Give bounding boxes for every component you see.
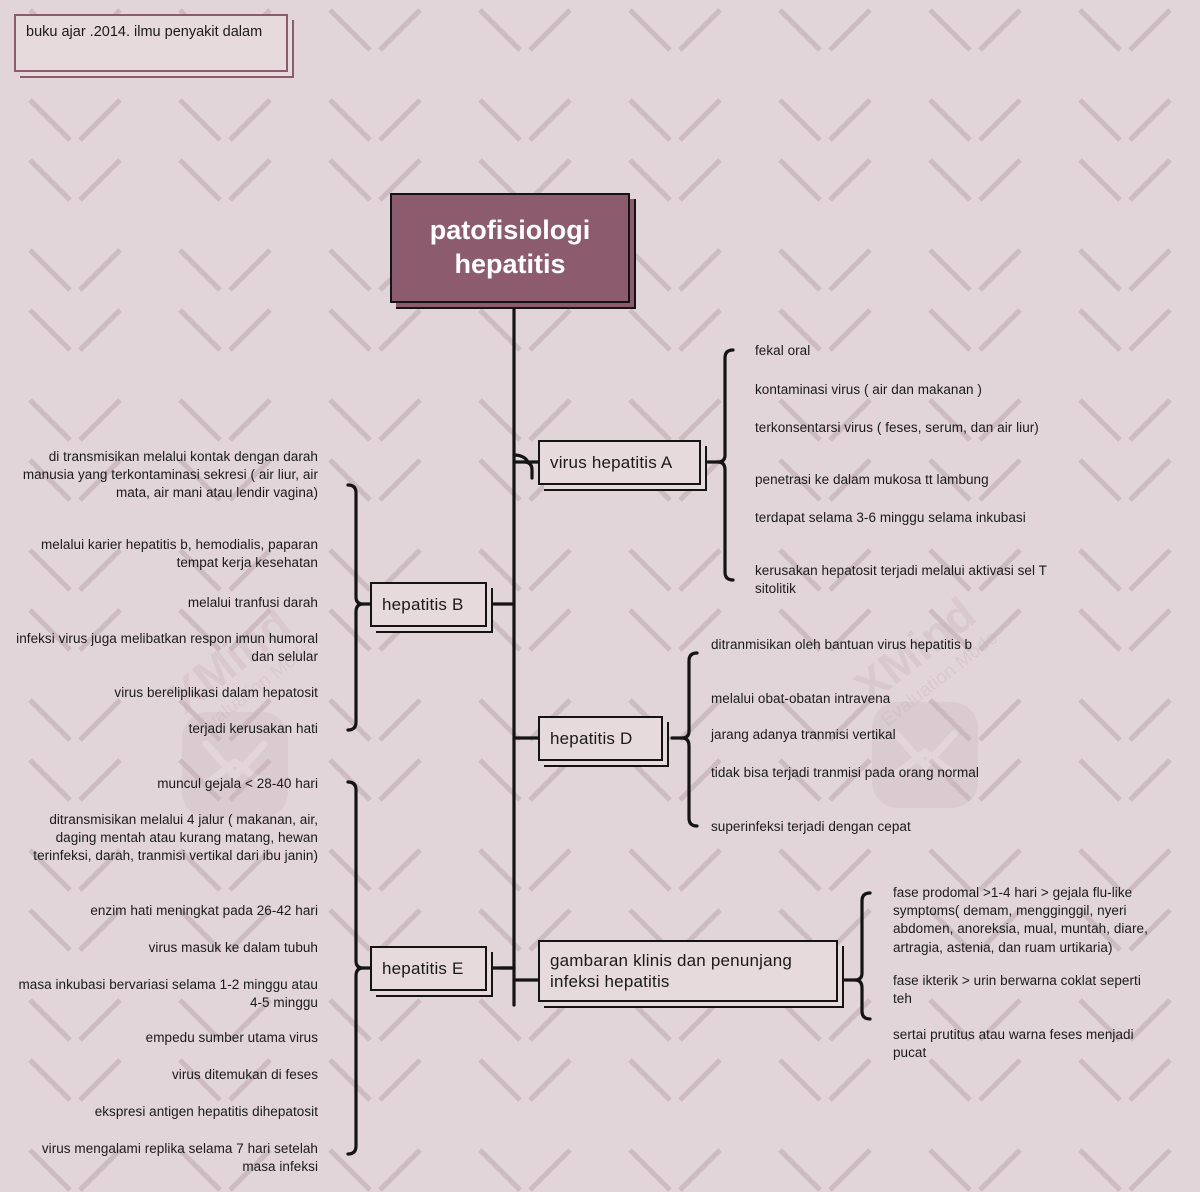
branch-node-virus-hepatitis-a[interactable]: virus hepatitis A: [538, 440, 701, 485]
leaf-hepatitis-b-2[interactable]: melalui tranfusi darah: [10, 594, 318, 612]
bracket-hepatitis-d: [680, 651, 699, 828]
branch-node-hepatitis-e[interactable]: hepatitis E: [370, 946, 487, 991]
leaf-text: terdapat selama 3-6 minggu selama inkuba…: [755, 510, 1026, 525]
leaf-text: di transmisikan melalui kontak dengan da…: [22, 449, 318, 501]
leaf-hepatitis-b-1[interactable]: melalui karier hepatitis b, hemodialis, …: [10, 536, 318, 572]
leaf-text: virus mengalami replika selama 7 hari se…: [41, 1141, 318, 1175]
leaf-hepatitis-e-0[interactable]: muncul gejala < 28-40 hari: [10, 775, 318, 793]
leaf-hepatitis-d-2[interactable]: jarang adanya tranmisi vertikal: [711, 726, 1011, 744]
leaf-text: fekal oral: [755, 343, 811, 358]
leaf-text: enzim hati meningkat pada 26-42 hari: [90, 903, 318, 918]
leaf-text: muncul gejala < 28-40 hari: [157, 776, 318, 791]
branch-label-hepatitis-e: hepatitis E: [382, 958, 464, 978]
leaf-hepatitis-e-4[interactable]: masa inkubasi bervariasi selama 1-2 ming…: [10, 976, 318, 1012]
leaf-text: virus ditemukan di feses: [171, 1067, 318, 1082]
bracket-hepatitis-e: [346, 780, 365, 1156]
leaf-gambaran-klinis-1[interactable]: fase ikterik > urin berwarna coklat sepe…: [893, 972, 1158, 1008]
bracket-gambaran-klinis: [853, 891, 872, 1021]
leaf-text: ditranmisikan oleh bantuan virus hepatit…: [711, 637, 973, 652]
bracket-virus-hepatitis-a: [716, 348, 735, 582]
leaf-virus-hepatitis-a-0[interactable]: fekal oral: [755, 342, 1085, 360]
leaf-hepatitis-e-2[interactable]: enzim hati meningkat pada 26-42 hari: [10, 902, 318, 920]
leaf-hepatitis-e-1[interactable]: ditransmisikan melalui 4 jalur ( makanan…: [10, 811, 318, 866]
leaf-text: virus bereliplikasi dalam hepatosit: [114, 685, 318, 700]
branch-node-gambaran-klinis[interactable]: gambaran klinis dan penunjang infeksi he…: [538, 940, 838, 1002]
leaf-hepatitis-e-3[interactable]: virus masuk ke dalam tubuh: [10, 939, 318, 957]
leaf-text: sertai prutitus atau warna feses menjadi…: [893, 1027, 1134, 1061]
leaf-hepatitis-e-8[interactable]: virus mengalami replika selama 7 hari se…: [10, 1140, 318, 1176]
leaf-text: infeksi virus juga melibatkan respon imu…: [16, 631, 318, 665]
leaf-text: ditransmisikan melalui 4 jalur ( makanan…: [33, 812, 318, 864]
source-note-text: buku ajar .2014. ilmu penyakit dalam: [26, 24, 263, 40]
root-node-label: patofisiologi hepatitis: [429, 215, 591, 279]
leaf-hepatitis-b-3[interactable]: infeksi virus juga melibatkan respon imu…: [10, 630, 318, 666]
leaf-text: melalui karier hepatitis b, hemodialis, …: [41, 537, 318, 571]
leaf-gambaran-klinis-0[interactable]: fase prodomal >1-4 hari > gejala flu-lik…: [893, 884, 1158, 957]
leaf-hepatitis-d-0[interactable]: ditranmisikan oleh bantuan virus hepatit…: [711, 636, 1001, 654]
leaf-virus-hepatitis-a-3[interactable]: penetrasi ke dalam mukosa tt lambung: [755, 471, 1085, 489]
leaf-text: empedu sumber utama virus: [145, 1030, 318, 1045]
leaf-hepatitis-b-0[interactable]: di transmisikan melalui kontak dengan da…: [10, 448, 318, 503]
branch-label-gambaran-klinis: gambaran klinis dan penunjang infeksi he…: [550, 950, 793, 991]
source-note[interactable]: buku ajar .2014. ilmu penyakit dalam: [14, 14, 288, 72]
leaf-text: masa inkubasi bervariasi selama 1-2 ming…: [18, 977, 318, 1011]
leaf-text: penetrasi ke dalam mukosa tt lambung: [755, 472, 989, 487]
leaf-virus-hepatitis-a-4[interactable]: terdapat selama 3-6 minggu selama inkuba…: [755, 509, 1055, 527]
leaf-gambaran-klinis-2[interactable]: sertai prutitus atau warna feses menjadi…: [893, 1026, 1158, 1062]
leaf-text: ekspresi antigen hepatitis dihepatosit: [94, 1104, 318, 1119]
leaf-hepatitis-d-1[interactable]: melalui obat-obatan intravena: [711, 690, 1011, 708]
leaf-text: fase ikterik > urin berwarna coklat sepe…: [893, 973, 1141, 1007]
root-node[interactable]: patofisiologi hepatitis: [390, 193, 630, 303]
leaf-hepatitis-b-4[interactable]: virus bereliplikasi dalam hepatosit: [10, 684, 318, 702]
leaf-virus-hepatitis-a-1[interactable]: kontaminasi virus ( air dan makanan ): [755, 381, 1085, 399]
leaf-text: jarang adanya tranmisi vertikal: [711, 727, 896, 742]
link-root-to-virus-hepatitis-a: [512, 460, 534, 480]
branch-node-hepatitis-d[interactable]: hepatitis D: [538, 716, 663, 761]
leaf-hepatitis-e-6[interactable]: virus ditemukan di feses: [10, 1066, 318, 1084]
leaf-virus-hepatitis-a-5[interactable]: kerusakan hepatosit terjadi melalui akti…: [755, 562, 1065, 598]
leaf-text: kerusakan hepatosit terjadi melalui akti…: [755, 563, 1047, 597]
leaf-text: virus masuk ke dalam tubuh: [148, 940, 318, 955]
leaf-text: superinfeksi terjadi dengan cepat: [711, 819, 911, 834]
leaf-hepatitis-d-4[interactable]: superinfeksi terjadi dengan cepat: [711, 818, 1011, 836]
leaf-text: melalui tranfusi darah: [187, 595, 318, 610]
leaf-text: tidak bisa terjadi tranmisi pada orang n…: [711, 765, 979, 780]
branch-node-hepatitis-b[interactable]: hepatitis B: [370, 582, 487, 627]
leaf-text: kontaminasi virus ( air dan makanan ): [755, 382, 982, 397]
leaf-hepatitis-e-7[interactable]: ekspresi antigen hepatitis dihepatosit: [10, 1103, 318, 1121]
leaf-virus-hepatitis-a-2[interactable]: terkonsentarsi virus ( feses, serum, dan…: [755, 419, 1055, 437]
branch-label-hepatitis-b: hepatitis B: [382, 594, 464, 614]
leaf-hepatitis-d-3[interactable]: tidak bisa terjadi tranmisi pada orang n…: [711, 764, 979, 782]
leaf-text: terjadi kerusakan hati: [188, 721, 318, 736]
leaf-hepatitis-b-5[interactable]: terjadi kerusakan hati: [10, 720, 318, 738]
leaf-text: terkonsentarsi virus ( feses, serum, dan…: [755, 420, 1039, 435]
leaf-text: fase prodomal >1-4 hari > gejala flu-lik…: [893, 885, 1148, 955]
link-root-virus-a: [512, 453, 540, 464]
leaf-hepatitis-e-5[interactable]: empedu sumber utama virus: [10, 1029, 318, 1047]
branch-label-hepatitis-d: hepatitis D: [550, 728, 633, 748]
branch-label-virus-hepatitis-a: virus hepatitis A: [550, 452, 673, 472]
bracket-hepatitis-b: [346, 483, 365, 732]
leaf-text: melalui obat-obatan intravena: [711, 691, 891, 706]
